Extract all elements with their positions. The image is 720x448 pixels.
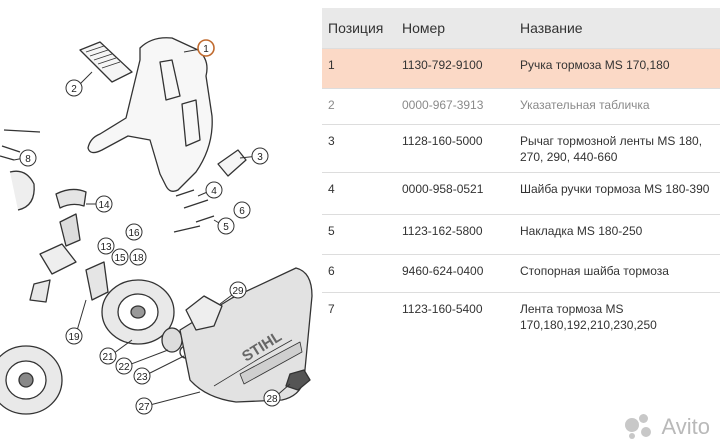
parts-diagram: STIHL 1 2 3 4 5 6 8 13 14 15 16 18 19 21… <box>0 37 313 415</box>
callout-4: 4 <box>197 181 223 199</box>
svg-text:18: 18 <box>132 253 144 264</box>
svg-text:13: 13 <box>100 242 112 253</box>
row-part-number: 0000-958-0521 <box>396 172 514 215</box>
callout-21: 21 <box>99 339 133 365</box>
pin-part <box>173 189 215 233</box>
row-part-name: Лента тормоза MS 170,180,192,210,230,250 <box>514 292 720 337</box>
row-position: 5 <box>322 214 396 255</box>
row-position: 7 <box>322 292 396 337</box>
svg-text:15: 15 <box>114 253 126 264</box>
row-position: 1 <box>322 48 396 89</box>
row-part-name: Указательная табличка <box>514 88 720 125</box>
column-header-name: Название <box>514 8 720 49</box>
svg-text:14: 14 <box>98 200 110 211</box>
row-part-number: 1123-160-5400 <box>396 292 514 337</box>
row-position: 6 <box>322 254 396 293</box>
svg-text:4: 4 <box>211 186 217 197</box>
row-part-number: 1128-160-5000 <box>396 124 514 173</box>
callout-19: 19 <box>65 299 87 345</box>
row-position: 4 <box>322 172 396 215</box>
svg-text:5: 5 <box>223 222 229 233</box>
table-row[interactable]: 5 1123-162-5800 Накладка MS 180-250 <box>322 214 720 255</box>
column-header-position: Позиция <box>322 8 396 49</box>
svg-text:19: 19 <box>68 332 80 343</box>
callout-1: 1 <box>183 39 215 57</box>
row-part-number: 1130-792-9100 <box>396 48 514 89</box>
row-position: 2 <box>322 88 396 125</box>
svg-text:21: 21 <box>102 352 114 363</box>
callout-29: 29 <box>219 281 247 305</box>
callout-2: 2 <box>65 71 93 97</box>
callout-18: 18 <box>129 248 147 266</box>
brake-lever-part <box>217 149 247 177</box>
callout-27: 27 <box>135 391 201 415</box>
row-part-number: 0000-967-3913 <box>396 88 514 125</box>
callout-15: 15 <box>111 248 129 266</box>
svg-text:16: 16 <box>128 228 140 239</box>
callout-16: 16 <box>125 223 143 241</box>
callout-6: 6 <box>233 201 251 219</box>
label-plate-part <box>79 41 133 83</box>
table-row[interactable]: 3 1128-160-5000 Рычаг тормозной ленты MS… <box>322 124 720 173</box>
svg-text:6: 6 <box>239 206 245 217</box>
svg-text:2: 2 <box>71 84 77 95</box>
svg-text:28: 28 <box>266 394 278 405</box>
row-part-number: 9460-624-0400 <box>396 254 514 293</box>
callout-14: 14 <box>86 195 113 213</box>
row-part-number: 1123-162-5800 <box>396 214 514 255</box>
avito-logo-icon <box>625 414 655 440</box>
table-row[interactable]: 7 1123-160-5400 Лента тормоза MS 170,180… <box>322 292 720 337</box>
svg-text:23: 23 <box>136 372 148 383</box>
table-header-row: Позиция Номер Название <box>322 8 720 49</box>
callout-5: 5 <box>213 217 235 235</box>
table-row[interactable]: 2 0000-967-3913 Указательная табличка <box>322 88 720 125</box>
row-position: 3 <box>322 124 396 173</box>
callout-22: 22 <box>115 349 169 375</box>
svg-text:1: 1 <box>203 44 209 55</box>
column-header-number: Номер <box>396 8 514 49</box>
row-part-name: Стопорная шайба тормоза <box>514 254 720 293</box>
svg-text:22: 22 <box>118 362 130 373</box>
shaft-part <box>0 129 41 161</box>
svg-text:27: 27 <box>138 402 150 413</box>
watermark-text: Avito <box>661 414 710 439</box>
avito-watermark: Avito <box>625 414 710 440</box>
row-part-name: Рычаг тормозной ленты MS 180, 270, 290, … <box>514 124 720 173</box>
clutch-shoe-part <box>55 188 87 209</box>
svg-text:8: 8 <box>25 154 31 165</box>
parts-table: Позиция Номер Название 1 1130-792-9100 Р… <box>322 8 720 337</box>
table-row[interactable]: 1 1130-792-9100 Ручка тормоза MS 170,180 <box>322 48 720 89</box>
svg-text:29: 29 <box>232 286 244 297</box>
svg-text:3: 3 <box>257 152 263 163</box>
row-part-name: Шайба ручки тормоза MS 180-390 <box>514 172 720 215</box>
callout-23: 23 <box>133 355 185 385</box>
table-row[interactable]: 4 0000-958-0521 Шайба ручки тормоза MS 1… <box>322 172 720 215</box>
nut-part <box>285 369 311 391</box>
sprocket-cover-part <box>179 267 313 403</box>
callout-3: 3 <box>239 147 269 165</box>
callout-8: 8 <box>13 149 37 167</box>
callout-13: 13 <box>97 237 115 255</box>
callout-28: 28 <box>263 383 291 407</box>
table-row[interactable]: 6 9460-624-0400 Стопорная шайба тормоза <box>322 254 720 293</box>
row-part-name: Ручка тормоза MS 170,180 <box>514 48 720 89</box>
row-part-name: Накладка MS 180-250 <box>514 214 720 255</box>
